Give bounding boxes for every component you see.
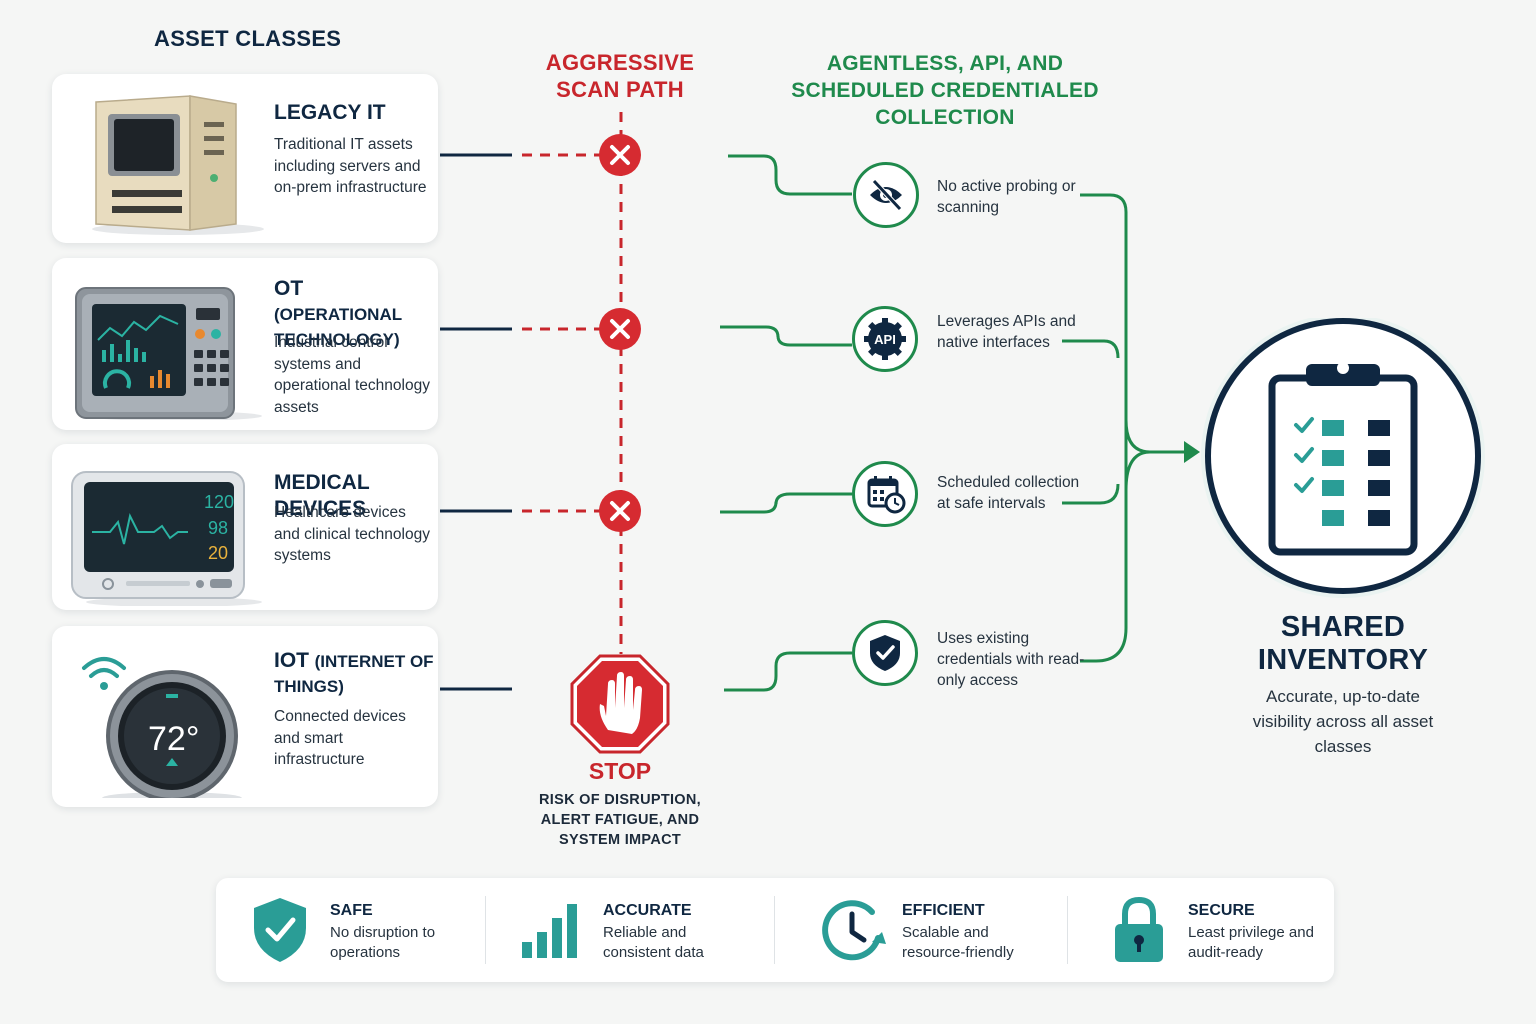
stop-description: RISK OF DISRUPTION, ALERT FATIGUE, AND S… [539,792,701,848]
api-gear-icon: API [864,318,906,360]
thermostat-reading: 72° [148,720,199,758]
monitor-reading-3: 20 [208,543,228,563]
clock-refresh-icon [822,900,886,961]
method-description-no-probing: No active probing or scanning [937,178,1076,216]
ot-title: OT [274,277,304,300]
method-description-credentials: Uses existing credentials with read-only… [937,630,1085,689]
iot-description: Connected devices and smart infrastructu… [274,708,406,768]
patient-monitor-icon: 120 98 20 [71,471,262,606]
legacy-computer-icon [92,95,264,235]
stop-hand-icon [570,654,670,754]
divider [1067,896,1068,964]
ot-control-panel-icon [75,287,262,420]
inventory-title: SHARED INVENTORY [1257,611,1429,676]
legacy-it-title: LEGACY IT [274,101,386,124]
x-circle-icon [599,490,641,532]
inventory-description: Accurate, up-to-date visibility across a… [1252,687,1434,756]
iot-title: IOT [274,649,309,672]
ot-description: Industrial control systems and operation… [274,334,430,416]
padlock-icon [1115,896,1163,962]
method-icon-no-probing [853,162,919,228]
aggressive-scan-heading: AGGRESSIVE SCAN PATH [545,50,695,102]
wifi-icon [82,657,126,678]
x-circle-icon [599,308,641,350]
monitor-reading-1: 120 [204,492,234,512]
medical-devices-title: MEDICAL DEVICES [274,471,370,520]
api-icon-text: API [874,332,896,347]
card-iot: 72° IOT (INTERNET OF THINGS) Connected d… [52,626,438,807]
safe-collection-heading: AGENTLESS, API, AND SCHEDULED CREDENTIAL… [791,52,1099,129]
iot-title-sub: (INTERNET OF THINGS) [274,652,434,696]
legacy-it-description: Traditional IT assets including servers … [274,136,427,196]
shield-check-icon [254,898,306,962]
benefits-bar: SAFE No disruption to operations ACCURAT… [216,878,1334,982]
eye-off-icon [870,179,902,211]
method-description-api: Leverages APIs and native interfaces [937,313,1076,351]
method-icon-credentials [852,620,918,686]
card-ot: OT (OPERATIONAL TECHNOLOGY) Industrial c… [52,258,438,430]
card-legacy-it: LEGACY IT Traditional IT assets includin… [52,74,438,243]
smart-thermostat-icon: 72° [82,657,242,798]
monitor-reading-2: 98 [208,518,228,538]
divider [485,896,486,964]
x-circle-icon [599,134,641,176]
calendar-clock-icon [867,476,906,514]
bar-chart-icon [522,904,577,958]
clipboard-checklist-icon [1201,318,1485,598]
card-medical-devices: 120 98 20 MEDICAL DEVICES Healthcare dev… [52,444,438,610]
divider [774,896,775,964]
stop-label: STOP [588,758,652,784]
asset-classes-heading: ASSET CLASSES [154,26,342,51]
method-icon-api: API [852,306,918,372]
medical-devices-description: Healthcare devices and clinical technolo… [274,504,430,564]
ot-title-sub: (OPERATIONAL TECHNOLOGY) [274,305,402,349]
method-description-scheduled: Scheduled collection at safe intervals [937,474,1080,512]
shield-check-icon [870,635,900,671]
method-icon-scheduled [852,461,918,527]
